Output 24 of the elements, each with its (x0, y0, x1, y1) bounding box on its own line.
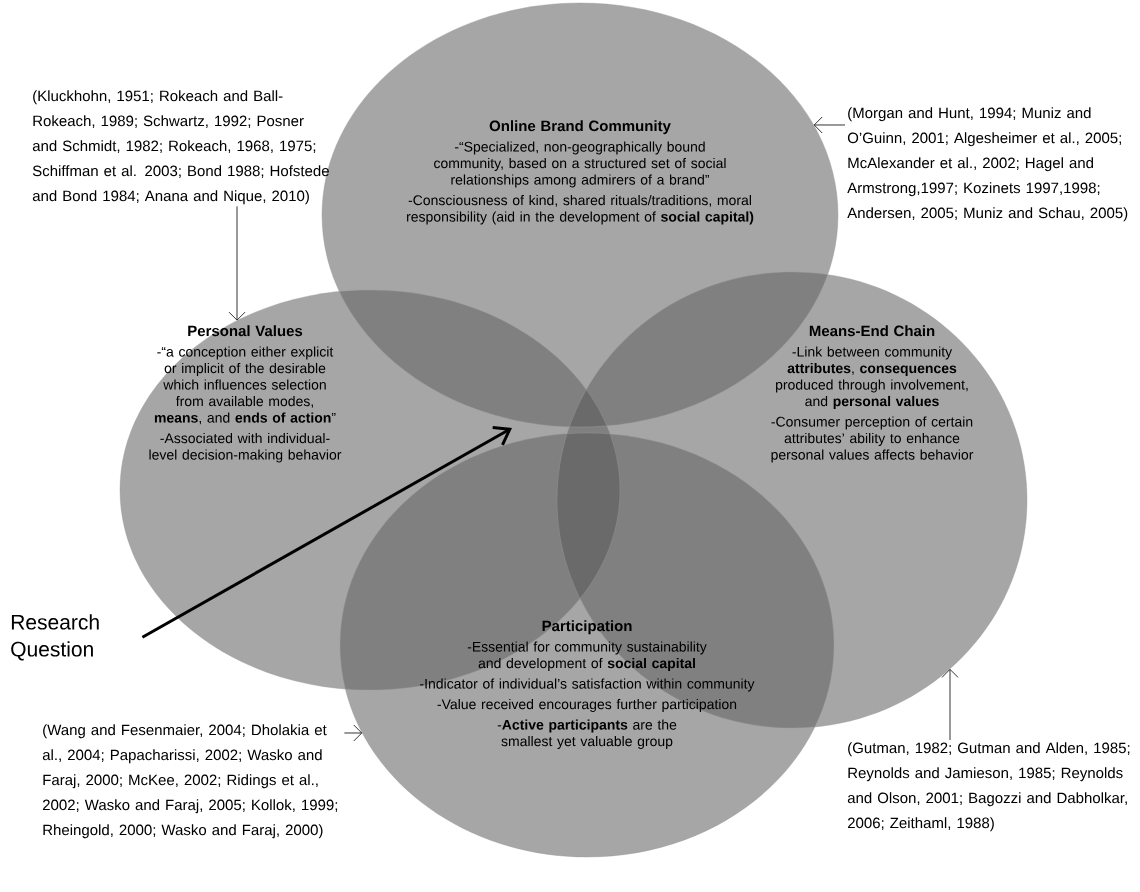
circle-heading: Personal Values (188, 325, 303, 337)
citation-text: (Kluckhohn, 1951; Rokeach and Ball-Rokeach, 1989; Schwartz, 1992; Posner and Schmidt, 1982; Rokeach, 1968, 1975; Schiffman et al. 2003; Bond 1988; Hofstede and Bond 1984; Anana and Nique, 2010) (32, 90, 329, 205)
bullet-text: -Link between community attributes, consequences produced through involvement, and personal values (776, 346, 968, 409)
citation-text: (Wang and Fesenmaier, 2004; Dholakia et al., 2004; Papacharissi, 2002; Wasko and Faraj, 2000; McKee, 2002; Ridings et al., 2002; Wasko and Faraj, 2005; Kollok, 1999; Rheingold, 2000; Wasko and Faraj, 2000) (42, 724, 338, 839)
bullet-text: -Essential for community sustainability and development of social capital (467, 641, 707, 671)
arrow (344, 724, 363, 742)
circle-heading: Participation (542, 620, 632, 635)
bullet-text: -Associated with individual-level decision-making behavior (149, 432, 342, 463)
bullet-text: -Indicator of individual’s satisfaction within community (420, 678, 755, 692)
bullet-text: -“Specialized, non-geographically bound community, based on a structured set of social relationships among admirers of a brand” (434, 141, 726, 188)
bullet-text: -Active participants are the smallest yet valuable group (497, 719, 677, 749)
citation-text: (Morgan and Hunt, 1994; Muniz and O’Guinn, 2001; Algesheimer et al., 2005; McAlexander et al., 2002; Hagel and Armstrong,1997; Kozinets 1997,1998; Andersen, 2005; Muniz and Schau, 2005) (847, 107, 1128, 222)
arrow (228, 206, 246, 321)
arrow (141, 425, 512, 639)
bullet-text: -Consciousness of kind, shared rituals/traditions, moral responsibility (aid in the development of social capital) (407, 194, 754, 225)
bullet-text: -Value received encourages further participation (437, 698, 737, 712)
circle-heading: Means-End Chain (809, 325, 935, 337)
arrow (941, 668, 959, 741)
citation-text: Research Question (11, 614, 99, 661)
bullet-text: -“a conception either explicit or implicit of the desirable which influences selection from available modes, means, and ends of action” (154, 346, 336, 425)
citation-text: (Gutman, 1982; Gutman and Alden, 1985; Reynolds and Jamieson, 1985; Reynolds and Olson, 2001; Bagozzi and Dabholkar, 2006; Zeithaml, 1988) (847, 742, 1130, 832)
bullet-text: -Consumer perception of certain attributes’ ability to enhance personal values affects behavior (771, 416, 974, 463)
arrow (813, 116, 846, 134)
circle-heading: Online Brand Community (489, 120, 671, 135)
